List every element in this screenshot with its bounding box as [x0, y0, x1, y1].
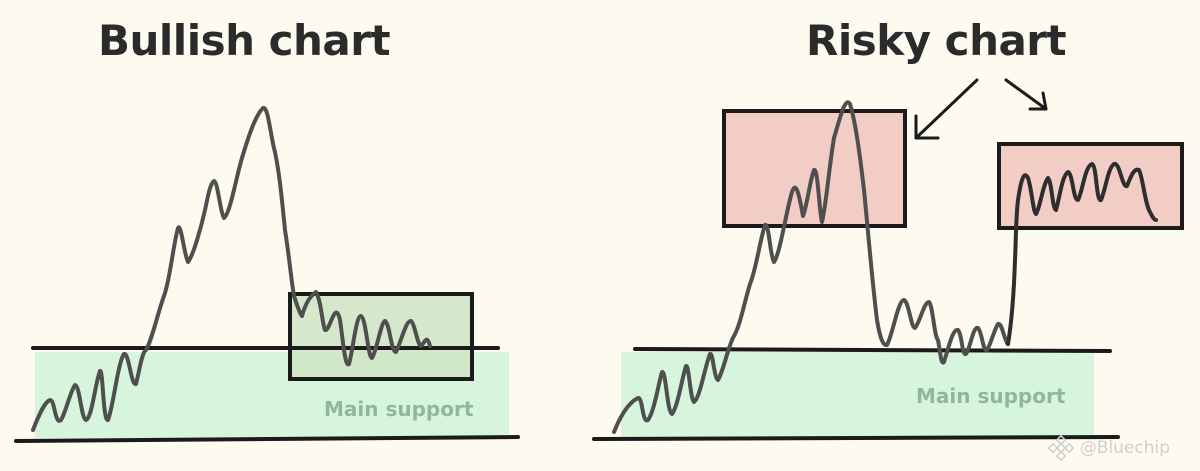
support-line-right	[633, 347, 1112, 353]
main-support-label-left: Main support	[324, 397, 474, 421]
price-line-risky	[612, 100, 1010, 434]
risk-box-right	[997, 142, 1184, 230]
watermark: @Bluechip	[1047, 435, 1170, 461]
risky-chart-title: Risky chart	[806, 16, 1067, 65]
bullish-chart-title: Bullish chart	[98, 16, 391, 65]
price-line-risky-spike	[1006, 162, 1158, 346]
binance-logo-icon	[1047, 435, 1074, 461]
baseline-right	[592, 435, 1120, 441]
main-support-label-right: Main support	[916, 384, 1066, 408]
watermark-text: @Bluechip	[1079, 438, 1170, 458]
price-line-bullish	[31, 105, 432, 432]
arrow-left-down-icon	[914, 78, 979, 140]
arrow-right-down-icon	[1004, 78, 1048, 111]
baseline-left	[14, 435, 520, 443]
